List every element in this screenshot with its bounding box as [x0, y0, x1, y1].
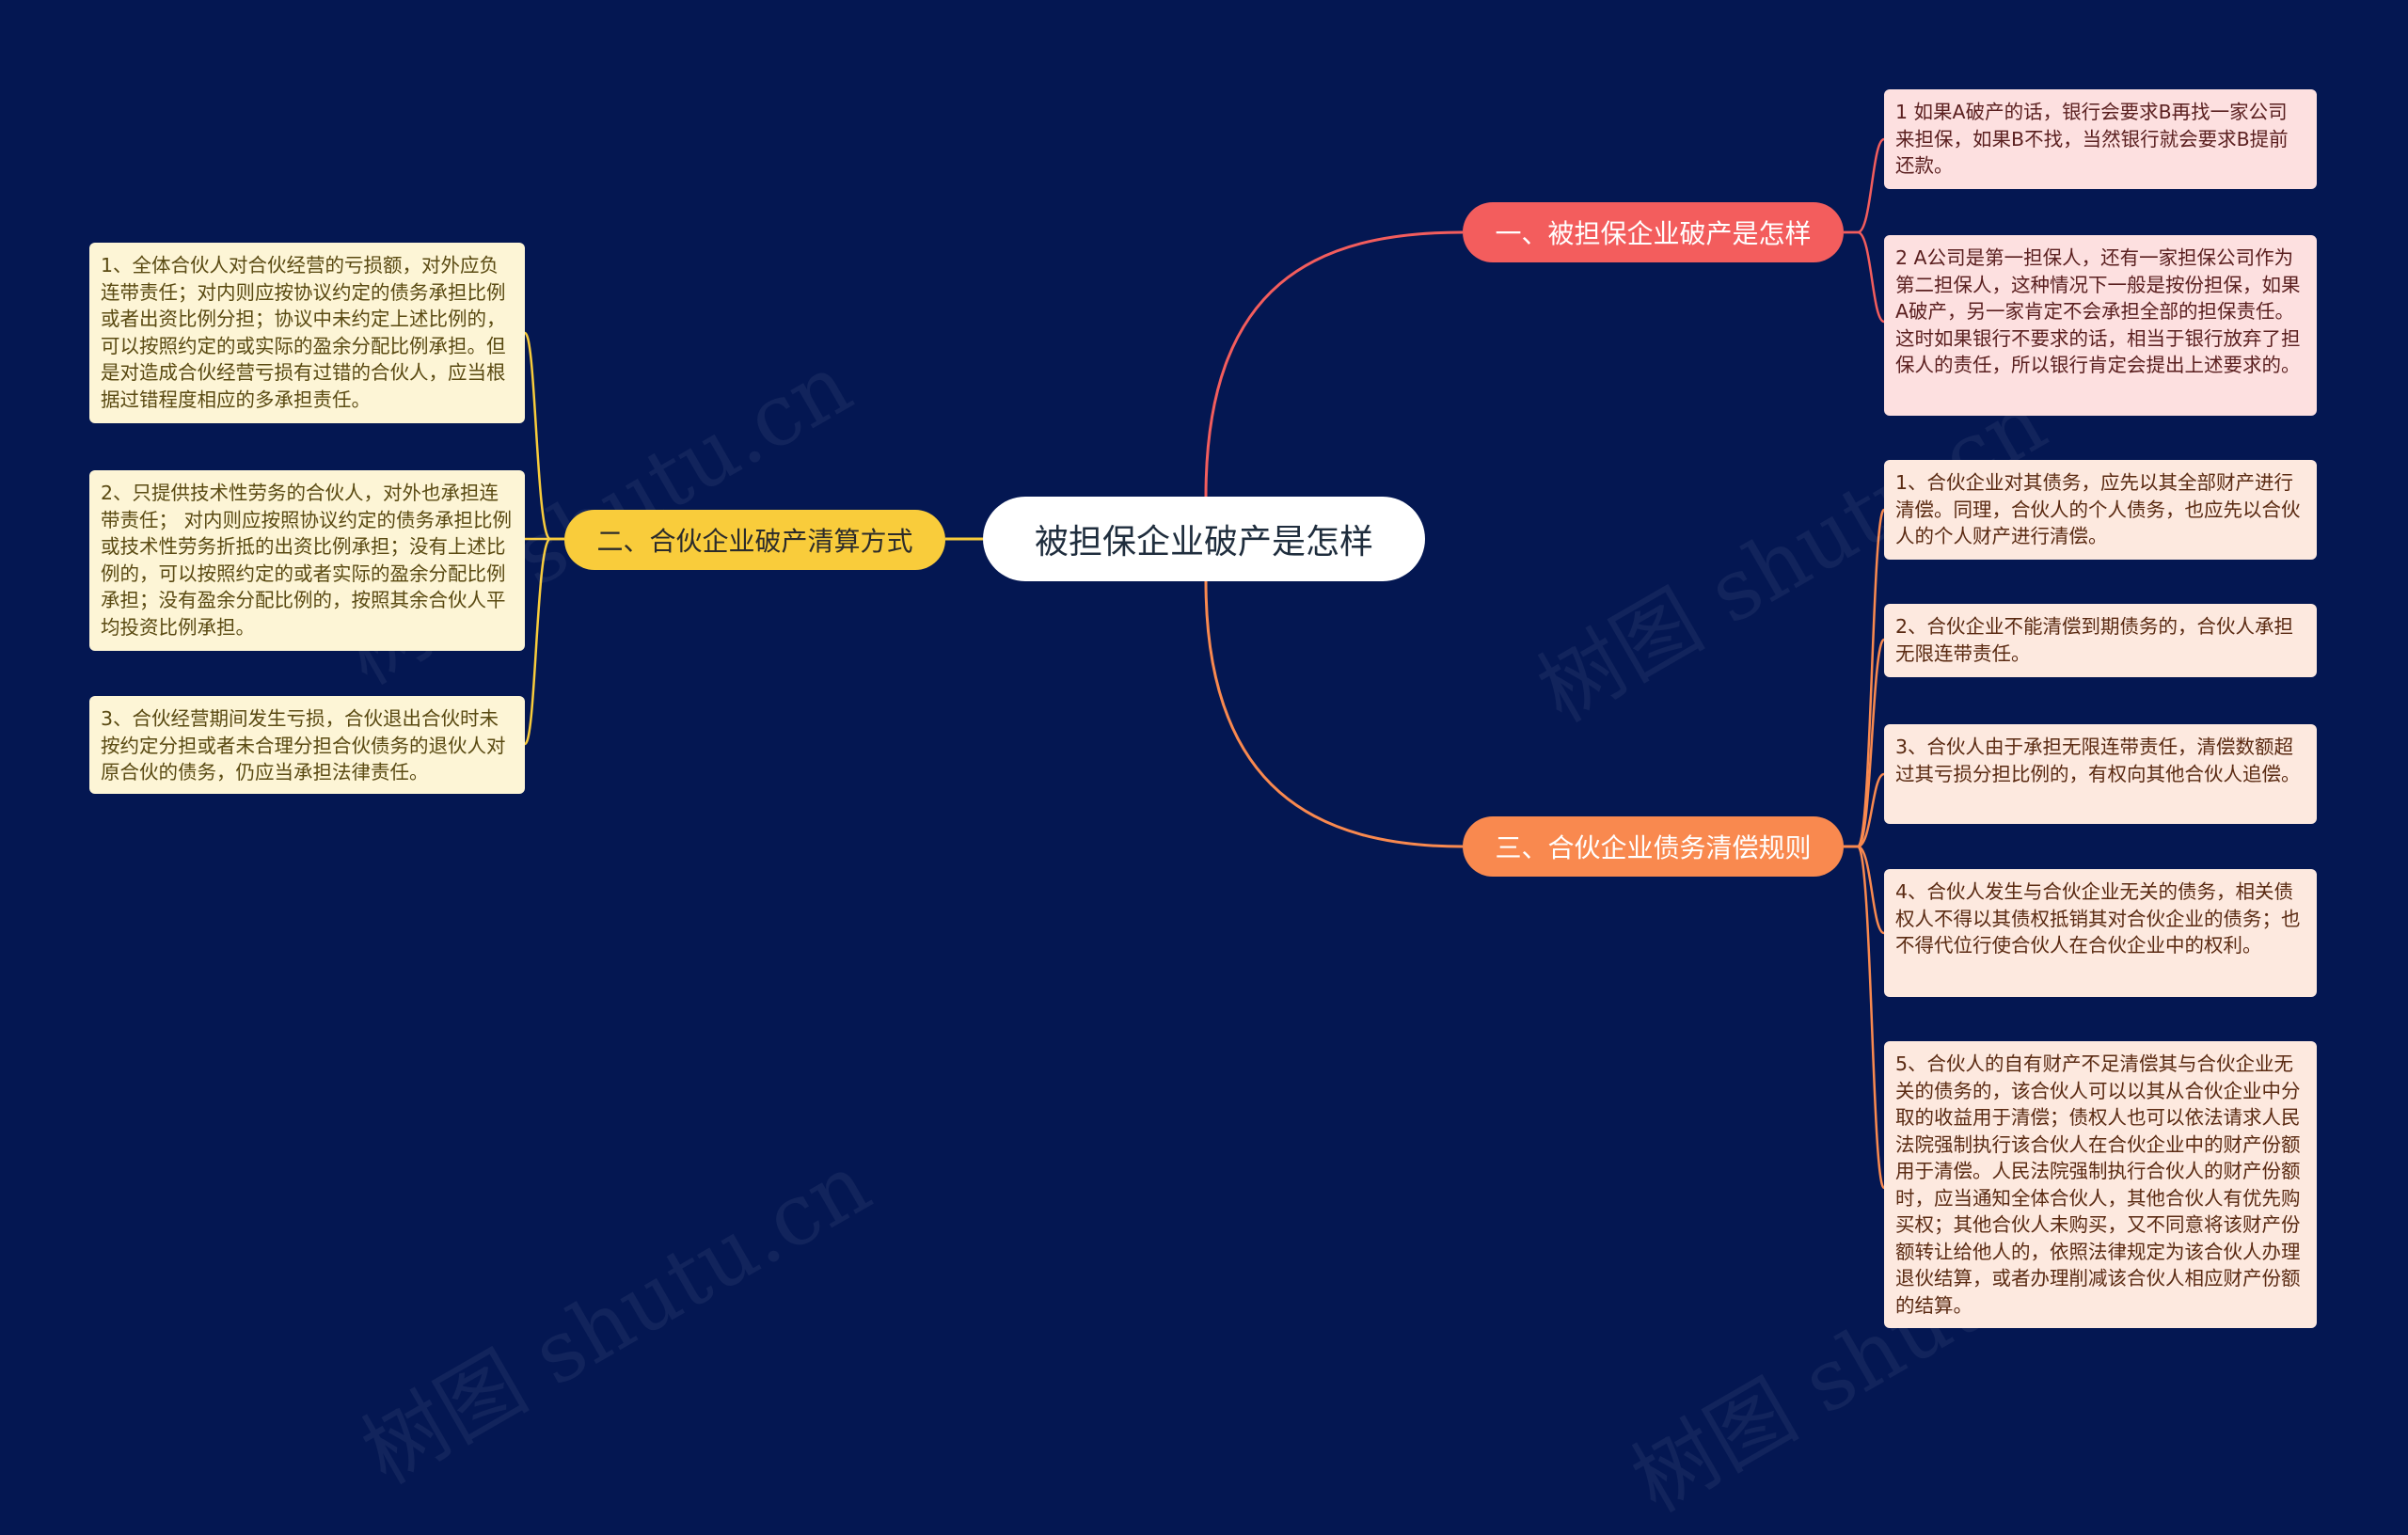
leaf-topic[interactable]: 1 如果A破产的话，银行会要求B再找一家公司来担保，如果B不找，当然银行就会要求…	[1884, 89, 2317, 189]
leaf-text: 4、合伙人发生与合伙企业无关的债务，相关债权人不得以其债权抵销其对合伙企业的债务…	[1895, 880, 2301, 957]
leaf-topic[interactable]: 2、合伙企业不能清偿到期债务的，合伙人承担无限连带责任。	[1884, 604, 2317, 677]
central-topic[interactable]: 被担保企业破产是怎样	[983, 497, 1425, 581]
leaf-text: 1、全体合伙人对合伙经营的亏损额，对外应负连带责任；对内则应按协议约定的债务承担…	[101, 254, 506, 411]
leaf-topic[interactable]: 1、合伙企业对其债务，应先以其全部财产进行清偿。同理，合伙人的个人债务，也应先以…	[1884, 460, 2317, 560]
leaf-text: 3、合伙经营期间发生亏损，合伙退出合伙时未按约定分担或者未合理分担合伙债务的退伙…	[101, 707, 506, 783]
branch-topic-3[interactable]: 三、合伙企业债务清偿规则	[1463, 816, 1844, 877]
leaf-text: 5、合伙人的自有财产不足清偿其与合伙企业无关的债务的，该合伙人可以以其从合伙企业…	[1895, 1052, 2301, 1317]
connector-center-branch1	[1204, 230, 1464, 498]
leaf-text: 3、合伙人由于承担无限连带责任，清偿数额超过其亏损分担比例的，有权向其他合伙人追…	[1895, 736, 2301, 785]
leaf-topic[interactable]: 5、合伙人的自有财产不足清偿其与合伙企业无关的债务的，该合伙人可以以其从合伙企业…	[1884, 1041, 2317, 1328]
leaf-text: 2、合伙企业不能清偿到期债务的，合伙人承担无限连带责任。	[1895, 615, 2294, 665]
leaf-topic[interactable]: 2 A公司是第一担保人，还有一家担保公司作为第二担保人，这种情况下一般是按份担保…	[1884, 235, 2317, 416]
leaf-topic[interactable]: 2、只提供技术性劳务的合伙人，对外也承担连带责任； 对内则应按照协议约定的债务承…	[89, 470, 525, 651]
branch-topic-1[interactable]: 一、被担保企业破产是怎样	[1463, 202, 1844, 262]
leaf-text: 1 如果A破产的话，银行会要求B再找一家公司来担保，如果B不找，当然银行就会要求…	[1895, 101, 2289, 177]
leaf-text: 1、合伙企业对其债务，应先以其全部财产进行清偿。同理，合伙人的个人债务，也应先以…	[1895, 471, 2301, 547]
connector-lines	[523, 137, 1886, 1190]
mindmap-canvas: 树图 shutu.cn 树图 shutu.cn 树图 shutu.cn 树图 s…	[89, 89, 2317, 1531]
branch-topic-label: 一、被担保企业破产是怎样	[1495, 218, 1812, 249]
leaf-topic[interactable]: 3、合伙经营期间发生亏损，合伙退出合伙时未按约定分担或者未合理分担合伙债务的退伙…	[89, 696, 525, 794]
branch-topic-label: 二、合伙企业破产清算方式	[596, 526, 913, 557]
connector-center-branch3	[1204, 580, 1464, 848]
connector-branch3-leaf2	[1844, 638, 1886, 848]
branch-topic-label: 三、合伙企业债务清偿规则	[1495, 832, 1812, 863]
connector-branch3-leaf5	[1844, 845, 1886, 1190]
central-topic-label: 被担保企业破产是怎样	[1034, 523, 1373, 562]
leaf-topic[interactable]: 1、全体合伙人对合伙经营的亏损额，对外应负连带责任；对内则应按协议约定的债务承担…	[89, 243, 525, 423]
connector-branch3-leaf4	[1844, 845, 1885, 935]
leaf-topic[interactable]: 4、合伙人发生与合伙企业无关的债务，相关债权人不得以其债权抵销其对合伙企业的债务…	[1884, 869, 2317, 997]
connector-branch2-leaf1	[523, 331, 564, 541]
connector-branch1-leaf1	[1844, 137, 1885, 234]
leaf-text: 2、只提供技术性劳务的合伙人，对外也承担连带责任； 对内则应按照协议约定的债务承…	[101, 482, 513, 639]
branch-topic-2[interactable]: 二、合伙企业破产清算方式	[564, 510, 945, 570]
connector-branch1-leaf2	[1844, 230, 1885, 324]
leaf-topic[interactable]: 3、合伙人由于承担无限连带责任，清偿数额超过其亏损分担比例的，有权向其他合伙人追…	[1884, 724, 2317, 824]
leaf-text: 2 A公司是第一担保人，还有一家担保公司作为第二担保人，这种情况下一般是按份担保…	[1895, 246, 2301, 376]
connector-branch3-leaf1	[1844, 508, 1886, 848]
connector-branch2-leaf3	[523, 537, 564, 746]
